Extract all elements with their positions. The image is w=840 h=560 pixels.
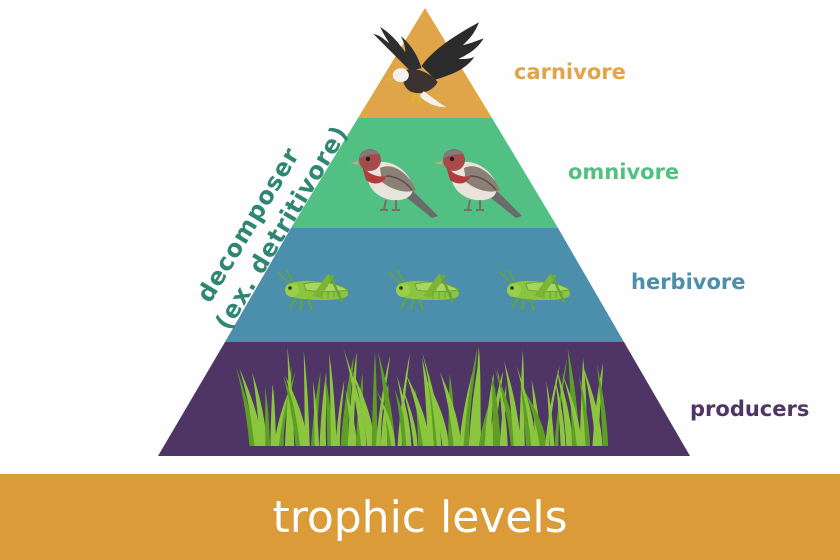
banner-title: trophic levels [272,492,567,543]
grass-blade [284,375,308,446]
grass-blade [335,380,345,446]
grass-blade [283,376,303,446]
grass-blade [345,389,358,446]
grass-icon [235,346,609,446]
grass-blade [319,372,327,446]
grass-blade [474,346,482,446]
grass-blade [425,377,449,446]
grass-blade [516,365,536,446]
grass-blade [270,383,277,446]
grass-blade [312,380,320,446]
grass-blade [554,358,568,446]
grass-blade [401,384,418,446]
grass-blade [405,372,430,446]
grass-blade [582,364,603,446]
grass-blade [371,351,378,446]
grass-blade [396,374,412,446]
tier-omnivore [291,118,558,228]
grass-blade [596,363,609,446]
grass-blade [463,347,478,446]
grass-blade [519,350,525,446]
grass-blade [343,347,367,446]
grass-blade [504,361,521,446]
grass-blade [468,359,480,446]
grass-blade [578,375,591,446]
grass-blade [394,388,409,446]
grass-blade [352,371,376,446]
title-banner [0,474,840,560]
grass-blade [556,368,573,446]
grass-blade [439,372,462,446]
grass-blade [376,389,396,446]
grass-blade [422,357,436,446]
grass-blade [235,365,255,446]
grass-blade [555,378,566,446]
grass-blade [340,356,354,446]
label-producers: producers [690,397,809,421]
grass-blade [561,372,582,446]
grass-blade [496,367,508,446]
grass-blade [239,368,262,446]
grass-blade [265,387,271,446]
grass-blade [520,382,532,446]
label-carnivore: carnivore [514,60,626,84]
label-herbivore: herbivore [631,270,746,294]
grass-blade [494,367,517,446]
grass-blade [303,351,310,446]
grass-blade [274,388,290,446]
grass-blade [421,351,442,446]
grass-blade [523,389,547,446]
grass-blade [545,366,560,446]
grass-blade [252,372,268,446]
grass-blade [375,355,391,446]
grass-blade [491,374,501,446]
grass-blade [546,380,555,446]
grass-blade [329,353,337,446]
label-omnivore: omnivore [568,160,679,184]
